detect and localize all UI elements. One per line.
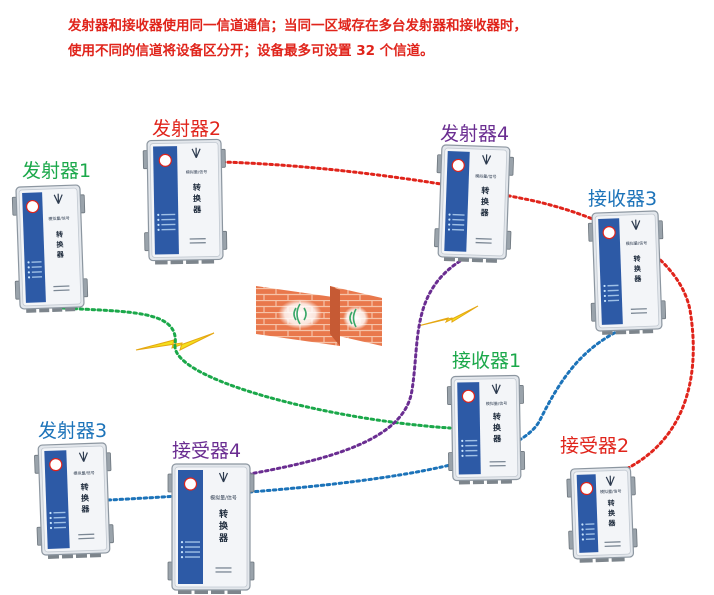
svg-text:器: 器 [56, 250, 65, 259]
svg-text:模拟量/信号: 模拟量/信号 [600, 488, 622, 495]
converter-device: 转换器 模拟量/信号 [587, 210, 667, 335]
description-line-2: 使用不同的信道将设备区分开；设备最多可设置 32 个信道。 [68, 43, 434, 59]
label-transmitter-2: 发射器2 [152, 118, 222, 140]
svg-text:转: 转 [193, 182, 201, 192]
converter-device: 转换器 模拟量/信号 [446, 374, 526, 485]
svg-text:换: 换 [634, 264, 642, 273]
svg-text:模拟量/信号: 模拟量/信号 [626, 239, 648, 246]
svg-text:器: 器 [218, 533, 229, 544]
label-transmitter-1: 发射器1 [22, 160, 92, 182]
svg-text:器: 器 [607, 518, 616, 527]
converter-device: 转换器 模拟量/信号 [434, 144, 514, 263]
svg-text:器: 器 [492, 434, 502, 443]
svg-text:换: 换 [219, 520, 229, 532]
svg-text:模拟量/信号: 模拟量/信号 [486, 400, 507, 406]
converter-device: 转换器 模拟量/信号 [566, 466, 638, 563]
label-transmitter-3: 发射器3 [38, 420, 108, 442]
converter-device: 转换器 模拟量/信号 [11, 184, 89, 313]
svg-text:器: 器 [633, 274, 642, 283]
svg-text:转: 转 [633, 254, 640, 263]
svg-text:换: 换 [56, 240, 64, 249]
svg-text:模拟量/信号: 模拟量/信号 [210, 494, 237, 501]
converter-device: 转换器 模拟量/信号 [167, 463, 255, 594]
svg-text:模拟量/信号: 模拟量/信号 [475, 172, 497, 179]
label-transmitter-4: 发射器4 [440, 123, 510, 145]
svg-text:换: 换 [481, 196, 490, 206]
svg-text:模拟量/信号: 模拟量/信号 [186, 168, 207, 174]
description: 发射器和接收器使用同一信道通信；当同一区域存在多台发射器和接收器时， 使用不同的… [68, 14, 698, 64]
converter-device: 转换器 模拟量/信号 [34, 442, 114, 559]
svg-text:换: 换 [493, 422, 502, 432]
svg-text:器: 器 [192, 205, 202, 214]
svg-text:转: 转 [481, 185, 489, 195]
label-receiver-4: 接受器4 [172, 440, 242, 462]
svg-text:器: 器 [80, 505, 90, 514]
svg-text:换: 换 [193, 193, 202, 203]
svg-text:转: 转 [56, 230, 63, 239]
link-tx1-rx1 [60, 306, 452, 430]
svg-text:换: 换 [608, 508, 616, 517]
brick-wall [256, 286, 382, 346]
svg-text:器: 器 [479, 208, 489, 217]
lightning-icon [417, 305, 479, 327]
link-rx3 [248, 328, 622, 494]
svg-text:模拟量/信号: 模拟量/信号 [48, 214, 70, 221]
svg-text:换: 换 [81, 493, 90, 503]
label-receiver-1: 接收器1 [452, 350, 522, 372]
svg-text:转: 转 [608, 498, 615, 507]
converter-device: 转换器 模拟量/信号 [142, 138, 228, 265]
link-tx4-rx4 [236, 256, 467, 478]
label-receiver-2: 接受器2 [560, 435, 630, 457]
svg-text:转: 转 [80, 482, 88, 492]
label-receiver-3: 接收器3 [588, 188, 658, 210]
svg-text:转: 转 [493, 411, 501, 421]
wifi-signal-icon [293, 303, 357, 328]
svg-text:转: 转 [219, 508, 228, 520]
svg-text:模拟量/信号: 模拟量/信号 [73, 469, 95, 476]
description-line-1: 发射器和接收器使用同一信道通信；当同一区域存在多台发射器和接收器时， [68, 18, 527, 34]
